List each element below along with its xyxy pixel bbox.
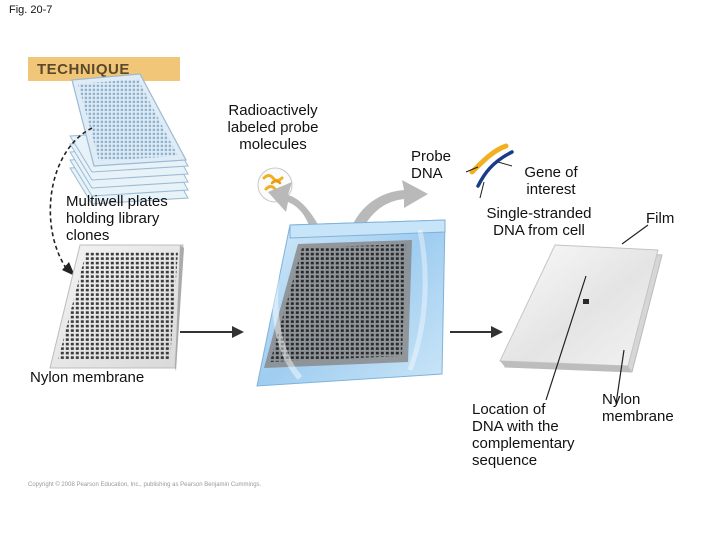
transfer-dashed-arrow xyxy=(49,127,93,276)
process-arrow-1 xyxy=(180,326,244,338)
multiwell-plates-label: Multiwell plates holding library clones xyxy=(66,193,168,244)
hybridization-bag xyxy=(256,219,446,387)
probe-arrow-left xyxy=(268,182,322,236)
process-arrow-2 xyxy=(450,326,503,338)
figure-label: Fig. 20-7 xyxy=(9,4,53,16)
gene-of-interest-label: Gene of interest xyxy=(524,164,578,198)
nylon-membrane-left xyxy=(49,244,184,371)
technique-label: TECHNIQUE xyxy=(37,61,130,78)
copyright-notice: Copyright © 2008 Pearson Education, Inc.… xyxy=(28,482,262,488)
leader-lines xyxy=(545,224,649,405)
single-stranded-dna-label: Single-stranded DNA from cell xyxy=(486,205,592,239)
complementary-location-label: Location of DNA with the complementary s… xyxy=(472,401,575,469)
probe-arrow-right xyxy=(352,180,428,230)
hybridization-spot xyxy=(583,299,589,304)
nylon-membrane-label: Nylon membrane xyxy=(30,369,145,386)
technique-banner: TECHNIQUE xyxy=(28,57,180,81)
film-stack xyxy=(499,244,663,373)
probe-dna-label: Probe DNA xyxy=(411,148,452,182)
probe-molecules-label: Radioactively labeled probe molecules xyxy=(227,102,319,153)
nylon-membrane-right-label: Nylon membrane xyxy=(602,391,674,425)
multiwell-plates xyxy=(69,73,189,205)
probe-dna-detail xyxy=(465,143,514,199)
film-label: Film xyxy=(646,210,675,227)
